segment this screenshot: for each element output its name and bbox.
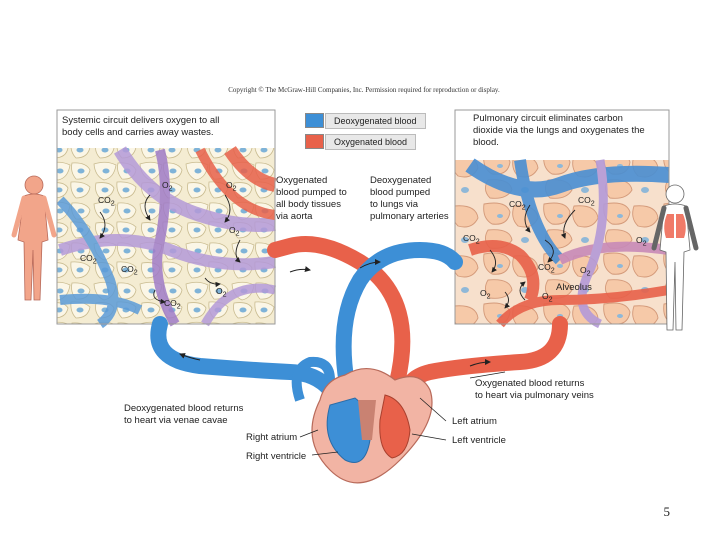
left-ventricle-label: Left ventricle [452,435,506,446]
page-number: 5 [663,504,671,519]
right-atrium-label: Right atrium [246,432,298,443]
co2-label: CO2 [98,195,115,208]
co2-label: CO2 [121,264,138,277]
pulmonary-caption: Pulmonary circuit eliminates carbon diox… [473,113,645,148]
o2-label: O2 [216,286,227,299]
co2-label: CO2 [463,233,480,246]
right-ventricle-label: Right ventricle [246,451,307,462]
o2-label: O2 [480,288,491,301]
systemic-body-figure [11,175,57,301]
pulmonary-arteries-label: Deoxygenated blood pumped to lungs via p… [370,175,449,222]
legend-oxygenated-label: Oxygenated blood [325,134,417,150]
co2-label: CO2 [509,199,526,212]
co2-label: CO2 [80,253,97,266]
left-atrium-label: Left atrium [452,416,497,427]
pulmonary-body-figure [651,184,699,331]
legend-deoxygenated-label: Deoxygenated blood [325,113,426,129]
venae-cavae-label: Deoxygenated blood returns to heart via … [124,403,244,426]
legend-oxygenated-swatch [305,134,324,149]
o2-label: O2 [580,265,591,278]
o2-label: O2 [226,180,237,193]
copyright-notice: Copyright © The McGraw-Hill Companies, I… [228,86,500,94]
legend-deoxygenated-swatch [305,113,324,128]
pulmonary-veins-label: Oxygenated blood returns to heart via pu… [475,378,594,401]
o2-label: O2 [229,225,240,238]
o2-label: O2 [542,291,553,304]
systemic-caption: Systemic circuit delivers oxygen to all … [62,115,220,138]
co2-label: CO2 [164,298,181,311]
o2-label: O2 [162,180,173,193]
alveolus-label: Alveolus [556,282,592,293]
co2-label: CO2 [578,195,595,208]
o2-label: O2 [636,235,647,248]
aorta-label: Oxygenated blood pumped to all body tiss… [276,175,347,222]
co2-label: CO2 [538,262,555,275]
